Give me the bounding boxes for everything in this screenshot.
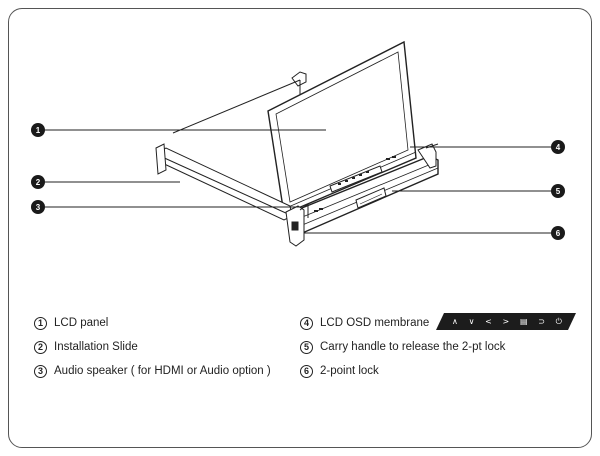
svg-text:6: 6 xyxy=(556,229,561,238)
legend-item-6: 6 2-point lock xyxy=(300,363,379,379)
callout-4: 4 xyxy=(551,140,565,154)
legend-item-1: 1 LCD panel xyxy=(34,315,108,331)
legend-item-3: 3 Audio speaker ( for HDMI or Audio opti… xyxy=(34,363,271,379)
legend-number-1: 1 xyxy=(34,316,47,330)
legend-item-4: 4 LCD OSD membrane xyxy=(300,315,429,331)
exit-icon: ⊃ xyxy=(538,317,545,326)
down-arrow-icon: ∨ xyxy=(468,317,475,326)
osd-membrane-strip xyxy=(436,313,576,330)
legend-number-4: 4 xyxy=(300,316,313,330)
menu-icon: ▤ xyxy=(519,317,528,326)
legend-label-4: LCD OSD membrane xyxy=(320,317,430,329)
legend-label-2: Installation Slide xyxy=(54,341,138,353)
legend-item-2: 2 Installation Slide xyxy=(34,339,138,355)
legend-label-5: Carry handle to release the 2-pt lock xyxy=(320,341,506,353)
callout-1: 1 xyxy=(31,123,45,137)
osd-membrane-keys: ∧ ∨ < > ▤ ⊃ ⏻ xyxy=(452,313,562,330)
callout-2: 2 xyxy=(31,175,45,189)
rear-rail xyxy=(291,71,307,87)
callout-markers: 1 2 3 4 5 6 xyxy=(31,123,565,240)
legend-item-5: 5 Carry handle to release the 2-pt lock xyxy=(300,339,505,355)
callout-5: 5 xyxy=(551,184,565,198)
legend-number-6: 6 xyxy=(300,364,313,378)
svg-text:2: 2 xyxy=(36,178,41,187)
callout-3: 3 xyxy=(31,200,45,214)
up-arrow-icon: ∧ xyxy=(452,317,458,326)
diagram-frame xyxy=(8,8,592,448)
svg-text:1: 1 xyxy=(36,126,41,135)
svg-text:4: 4 xyxy=(556,143,561,152)
lcd-screen xyxy=(275,51,409,203)
right-arrow-icon: > xyxy=(502,317,510,326)
carry-handle xyxy=(355,187,387,209)
legend-number-5: 5 xyxy=(300,340,313,354)
left-arrow-icon: < xyxy=(485,317,492,326)
callout-6: 6 xyxy=(551,226,565,240)
legend-number-3: 3 xyxy=(34,364,47,378)
legend-label-3: Audio speaker ( for HDMI or Audio option… xyxy=(54,365,271,377)
legend-label-6: 2-point lock xyxy=(320,365,379,377)
installation-slide-left xyxy=(157,147,293,221)
power-icon: ⏻ xyxy=(555,316,562,326)
svg-text:5: 5 xyxy=(556,187,561,196)
svg-text:3: 3 xyxy=(36,203,41,212)
legend-label-1: LCD panel xyxy=(54,317,109,329)
legend-number-2: 2 xyxy=(34,340,47,354)
